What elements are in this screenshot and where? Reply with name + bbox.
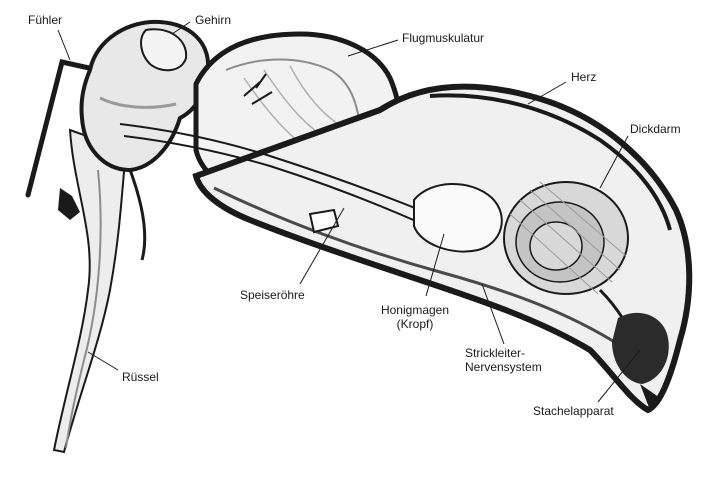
label-flugmuskulatur: Flugmuskulatur [402,31,484,45]
honey-stomach [414,184,502,252]
label-honigmagen: Honigmagen (Kropf) [372,303,458,331]
head [81,22,208,170]
label-honigmagen-line2: (Kropf) [372,317,458,331]
label-dickdarm: Dickdarm [630,122,681,136]
label-strickleiter: Strickleiter- Nervensystem [465,346,542,374]
label-speiseroehre: Speiseröhre [240,288,305,302]
label-gehirn: Gehirn [195,13,231,27]
label-strickleiter-line2: Nervensystem [465,360,542,374]
label-fuehler: Fühler [28,13,62,27]
label-stachelapparat: Stachelapparat [533,404,614,418]
label-herz: Herz [571,70,596,84]
label-honigmagen-line1: Honigmagen [372,303,458,317]
label-strickleiter-line1: Strickleiter- [465,346,542,360]
proboscis [54,130,145,452]
label-ruessel: Rüssel [122,370,159,384]
